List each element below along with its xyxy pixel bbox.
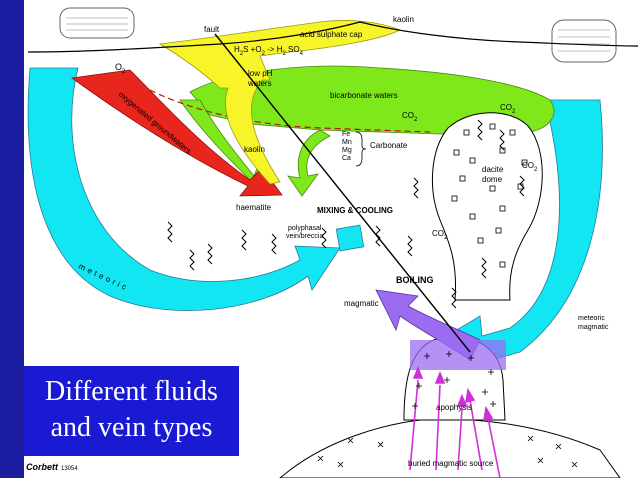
label-ca: Ca — [342, 155, 351, 162]
ground-surface — [27, 21, 638, 53]
label-dacite-2: dome — [482, 175, 503, 184]
oxygenated-groundwater-arrow — [70, 69, 283, 197]
label-bicarbonate: bicarbonate waters — [330, 91, 398, 100]
label-carbonate: Carbonate — [370, 141, 408, 150]
label-polyphasal-2: vein/breccia — [286, 233, 323, 240]
label-mg: Mg — [342, 147, 352, 154]
label-mn: Mn — [342, 139, 352, 146]
label-meteoric-right-2: magmatic — [578, 324, 609, 331]
caption-line-2: and vein types — [50, 412, 213, 443]
acid-sulphate-cap — [158, 20, 401, 185]
label-polyphasal-1: polyphasal — [288, 225, 322, 232]
label-mixing: MIXING & COOLING — [317, 206, 393, 215]
cloud-left-icon — [59, 7, 135, 39]
apophysis-pluses — [412, 351, 496, 409]
label-co2-b: CO2 — [500, 103, 516, 115]
label-low-ph-2: waters — [247, 79, 272, 88]
label-meteoric-right-1: meteoric — [578, 315, 605, 322]
label-dacite-1: dacite — [482, 165, 504, 174]
caption-box: Different fluids and vein types — [24, 366, 239, 456]
dacite-dome — [432, 112, 543, 301]
label-kaolin-mid: kaolin — [244, 145, 265, 154]
magmatic-fluid-zone — [410, 340, 506, 370]
label-co2-a: CO2 — [402, 111, 418, 123]
buried-source-crosses — [317, 435, 578, 468]
credit-name: Corbett — [26, 462, 58, 472]
label-boiling: BOILING — [396, 275, 434, 285]
label-magmatic: magmatic — [344, 299, 379, 308]
magenta-arrows — [409, 365, 501, 478]
fault-line — [214, 33, 471, 353]
meteoric-left-arrow — [27, 67, 341, 311]
label-o2: O2 — [115, 62, 126, 75]
cloud-right-icon — [551, 19, 617, 63]
carbonate-bracket — [355, 131, 367, 167]
label-acid-cap: acid sulphate cap — [300, 30, 363, 39]
label-low-ph-1: low pH — [248, 69, 273, 78]
label-reaction: H2S +O2 -> H2 SO4 — [234, 45, 304, 57]
credit-number: 13054 — [61, 466, 78, 472]
slide-sidebar — [0, 0, 24, 478]
caption-line-1: Different fluids — [45, 376, 218, 407]
buried-magmatic-source — [279, 418, 621, 478]
polyphasal-vein — [335, 224, 365, 252]
label-haematite: haematite — [236, 203, 272, 212]
label-fe: Fe — [342, 131, 350, 138]
label-co2-c: CO2 — [522, 161, 538, 173]
bicarbonate-arrow — [287, 129, 331, 197]
label-apophysis: apophysis — [436, 403, 472, 412]
label-fault: fault — [204, 25, 220, 34]
label-kaolin-top: kaolin — [393, 15, 414, 24]
label-co2-d: CO2 — [432, 229, 448, 241]
vein-symbols — [167, 119, 525, 309]
label-buried-source: buried magmatic source — [408, 459, 494, 468]
